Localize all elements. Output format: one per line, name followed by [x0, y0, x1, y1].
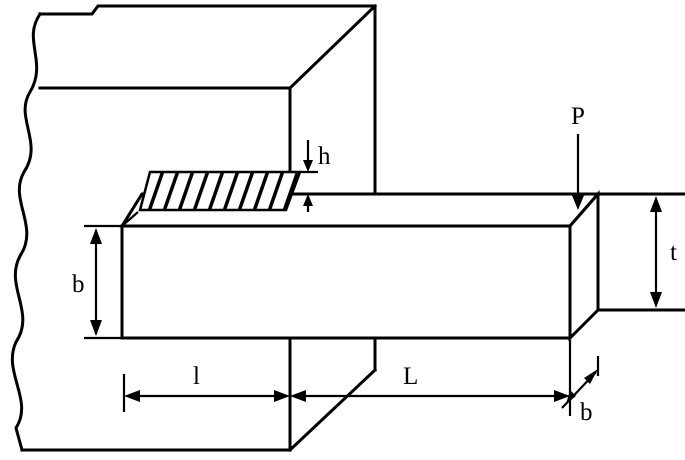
- h-label: h: [318, 143, 331, 170]
- break-line: [10, 11, 43, 452]
- column-depth-edge-bottom: [287, 367, 378, 453]
- l-label: l: [193, 363, 200, 390]
- t-label: t: [670, 239, 677, 266]
- bar-front-face: [120, 224, 572, 340]
- dimension-l: l: [122, 363, 290, 412]
- load-p-label: P: [571, 103, 585, 130]
- b-width-label: b: [580, 399, 593, 426]
- dimension-b-height: b: [72, 224, 122, 340]
- column-top-edge: [38, 4, 377, 16]
- load-p: P: [571, 103, 585, 210]
- dimension-b-width: b: [561, 356, 600, 426]
- dimension-h: h: [300, 140, 331, 212]
- plate: [596, 192, 685, 312]
- fillet-weld: [121, 170, 302, 227]
- dimension-L: L: [290, 340, 572, 416]
- cantilever-bar: [119, 190, 602, 342]
- L-label: L: [403, 363, 418, 390]
- support-column: [10, 3, 378, 453]
- column-depth-edge-top: [287, 3, 378, 91]
- dimension-t: t: [650, 196, 677, 308]
- b-height-label: b: [72, 271, 85, 298]
